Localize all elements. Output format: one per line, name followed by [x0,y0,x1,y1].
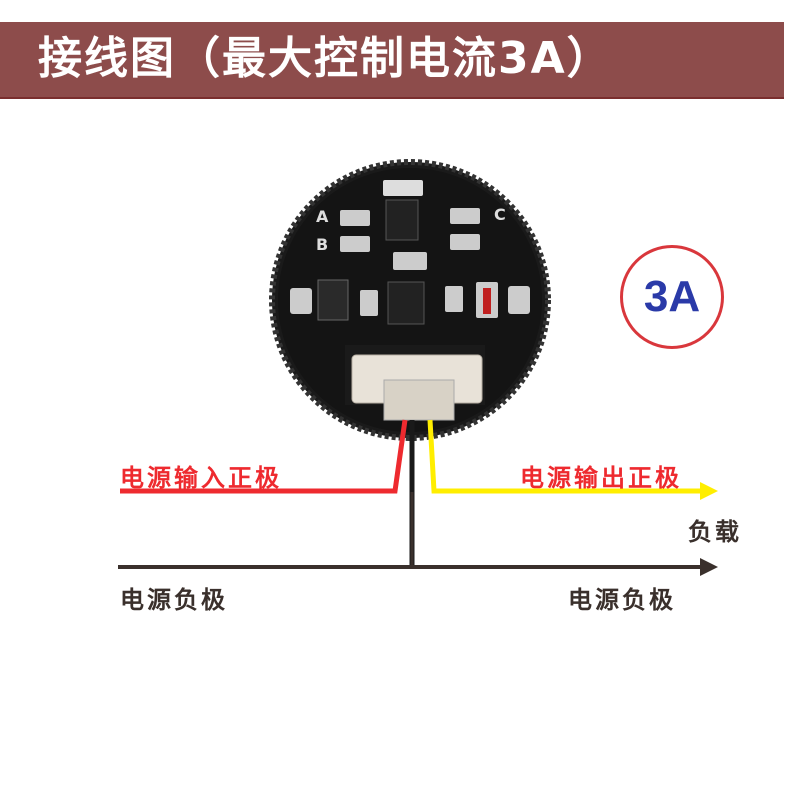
label-input-positive: 电源输入正极 [120,464,282,492]
pad-label-a: A [316,207,329,226]
label-output-positive: 电源输出正极 [520,464,682,492]
pad-label-b: B [316,235,328,254]
pcb-board [269,159,551,441]
yellow-wire [427,419,705,494]
badge-text: 3A [643,272,701,321]
current-rating-badge: 3A [620,245,724,349]
arrow-right-icon [700,558,718,576]
page-title: 接线图（最大控制电流3A） [38,33,613,84]
label-negative-right: 电源负极 [568,586,676,614]
chip-icon [385,199,419,241]
pad-label-c: C [494,205,506,224]
component [383,180,423,196]
title-banner: 接线图（最大控制电流3A） [0,22,784,99]
label-negative-left: 电源负极 [120,586,228,614]
label-load: 负载 [688,518,742,546]
red-wire [120,419,408,494]
arrow-right-icon [700,482,718,500]
